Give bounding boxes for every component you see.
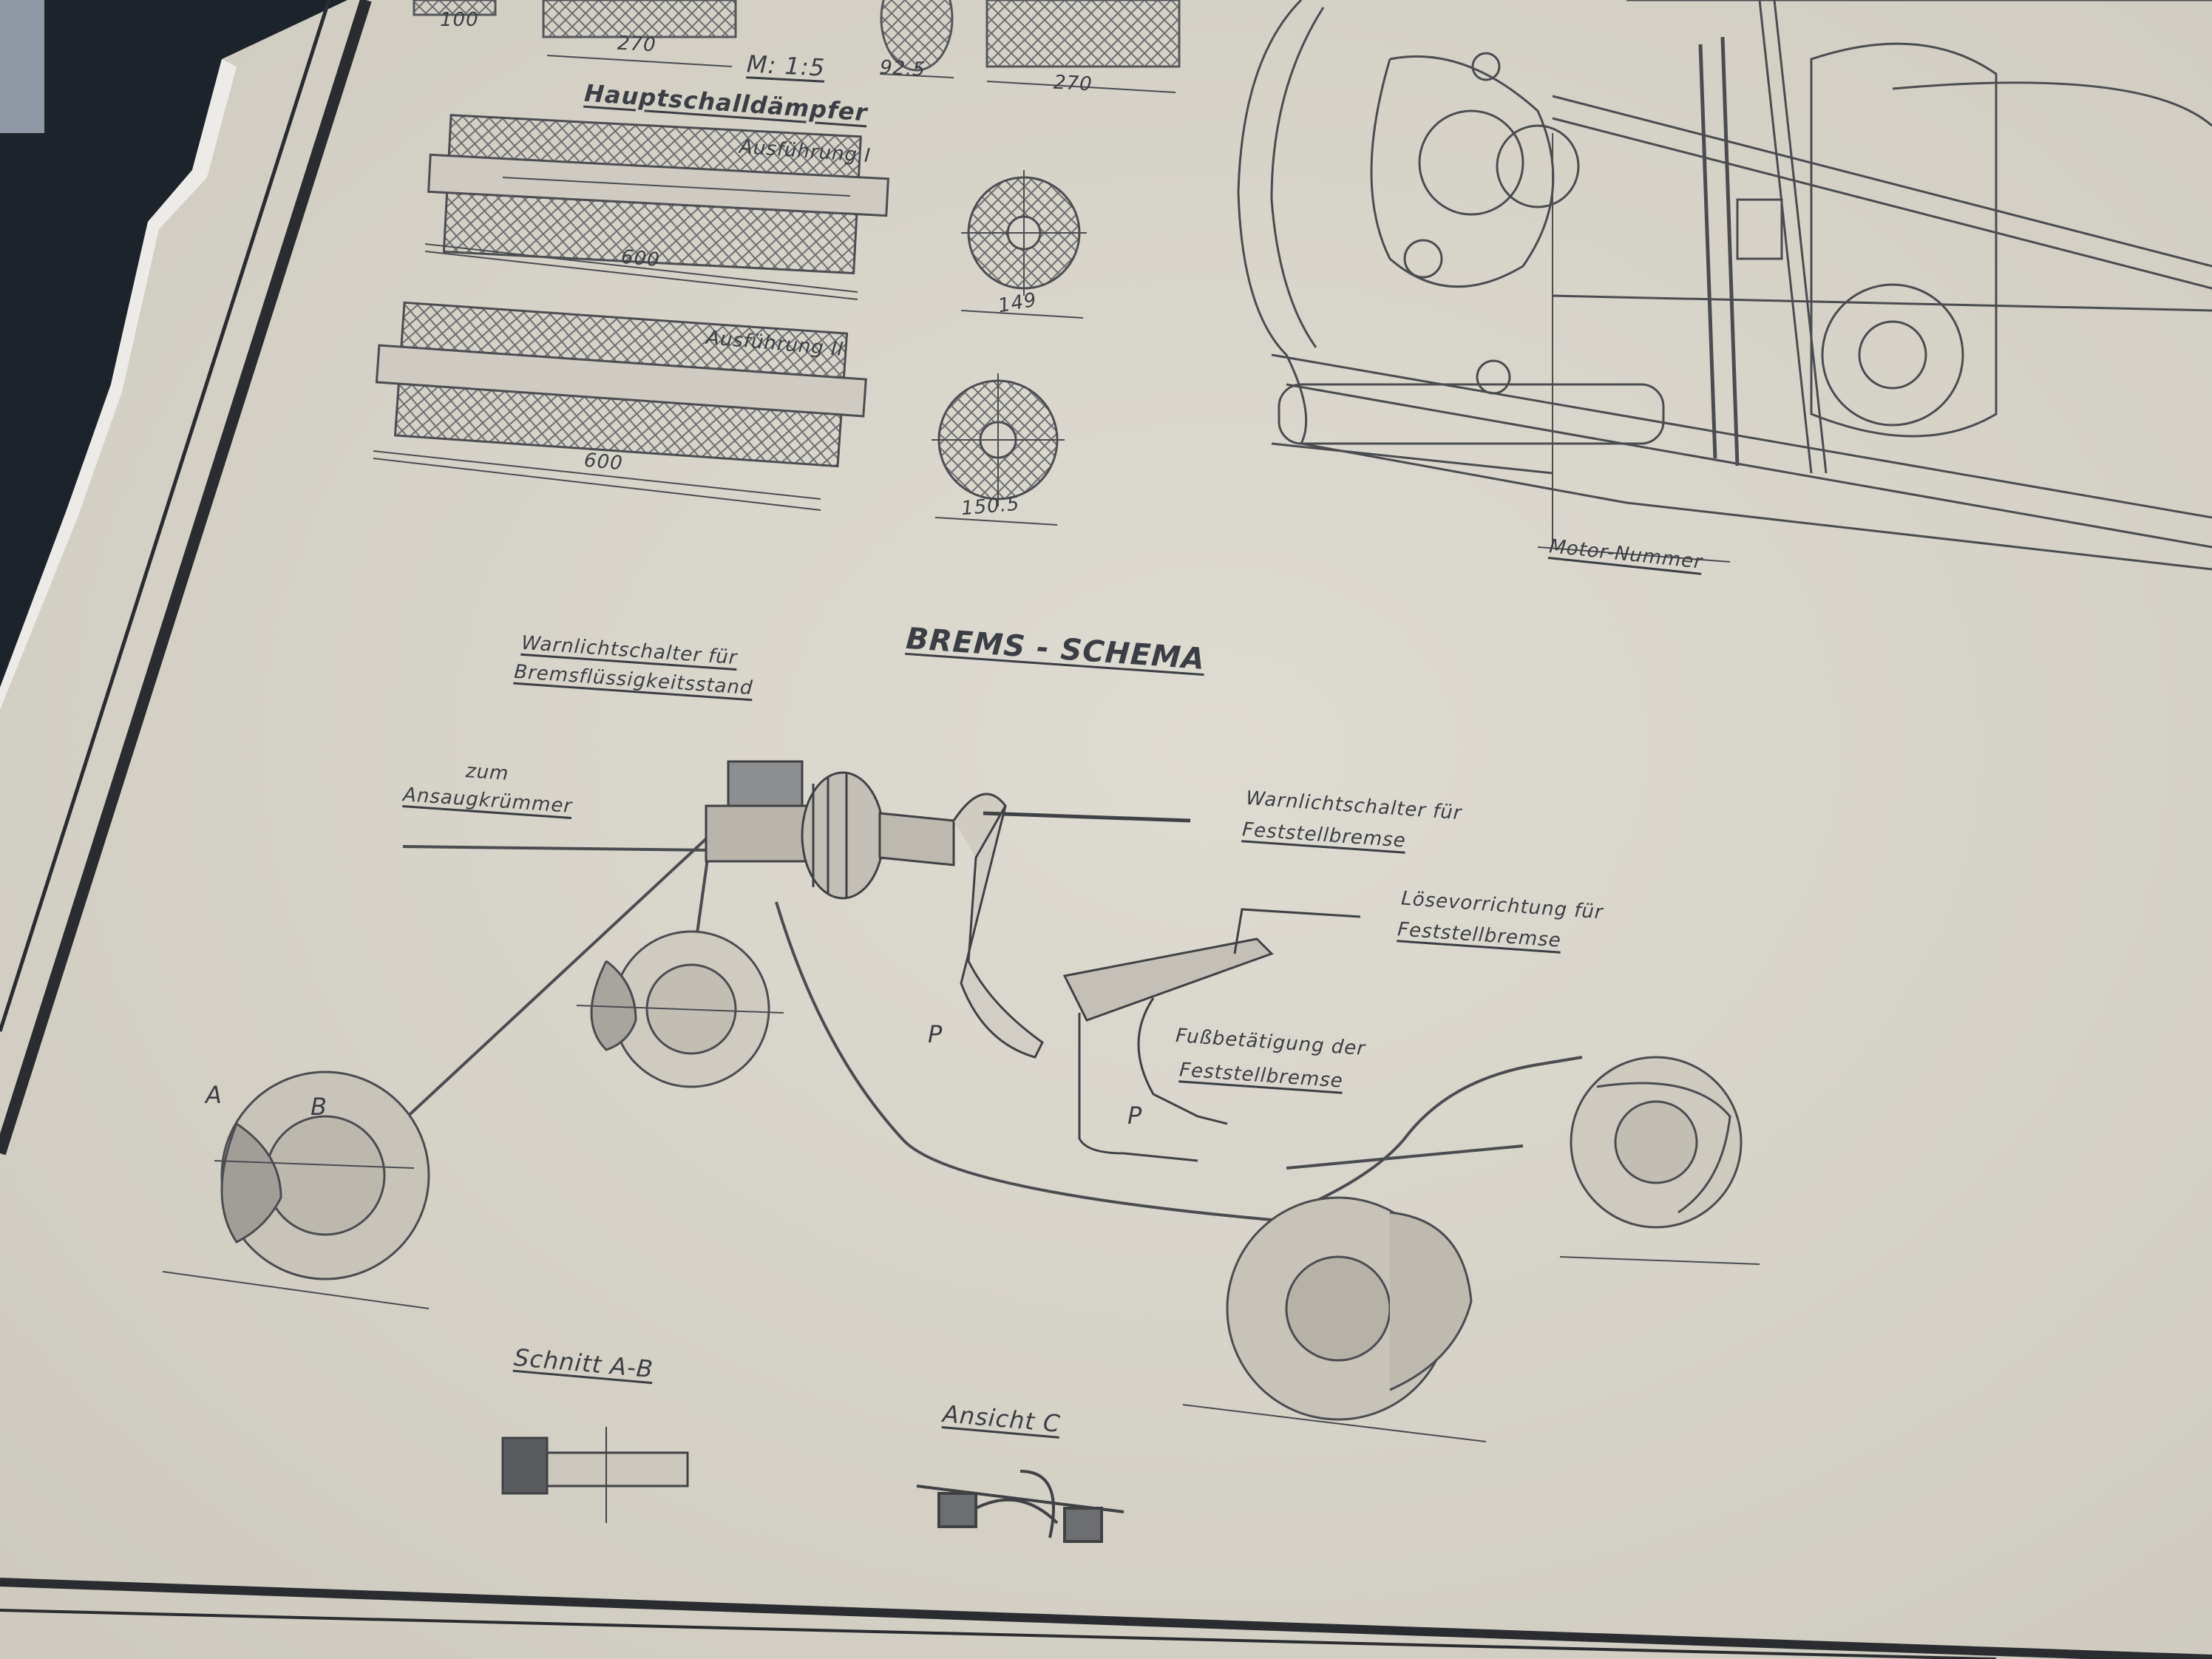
page-border-bottom-thin xyxy=(0,1609,1997,1659)
dim-270-left: 270 xyxy=(617,32,657,57)
car-chassis-cutaway xyxy=(1237,0,2212,571)
muffler-top-sections xyxy=(413,0,1181,72)
wheel-rear-left xyxy=(162,1071,430,1309)
muffler-variant-1-section xyxy=(961,170,1087,296)
section-ab-detail xyxy=(501,1427,689,1523)
wheel-rear-right xyxy=(1182,1196,1487,1442)
page-border-left xyxy=(0,0,372,1156)
dimension-lines xyxy=(373,55,1176,526)
page-border-bottom xyxy=(0,1578,2212,1659)
scale-label: M: 1:5 xyxy=(746,50,826,82)
view-c-detail xyxy=(916,1470,1124,1543)
letter-p-pedal: P xyxy=(928,1020,943,1048)
page-border-left-thin xyxy=(0,0,331,1032)
dim-270-right: 270 xyxy=(1053,71,1093,96)
wheel-front-left xyxy=(576,930,784,1088)
muffler-variant-2 xyxy=(373,301,867,500)
paper-torn-edge xyxy=(0,59,237,710)
dim-100: 100 xyxy=(440,9,479,31)
dim-92-5: 92.5 xyxy=(879,56,926,81)
letter-b: B xyxy=(311,1093,328,1121)
brake-lines xyxy=(390,834,1583,1221)
wheel-front-right xyxy=(1559,1056,1760,1265)
dim-600-top: 600 xyxy=(620,245,661,272)
letter-p-parking: P xyxy=(1127,1102,1143,1130)
parking-brake-lever xyxy=(1062,908,1361,1162)
window-reflection xyxy=(0,0,44,133)
muffler-variant-2-section xyxy=(932,373,1065,506)
dim-600-bottom: 600 xyxy=(583,449,624,475)
master-cylinder xyxy=(705,760,1191,1059)
intake-label-1: zum xyxy=(465,759,510,786)
muffler-variant-1 xyxy=(424,114,889,293)
letter-a: A xyxy=(206,1081,223,1109)
